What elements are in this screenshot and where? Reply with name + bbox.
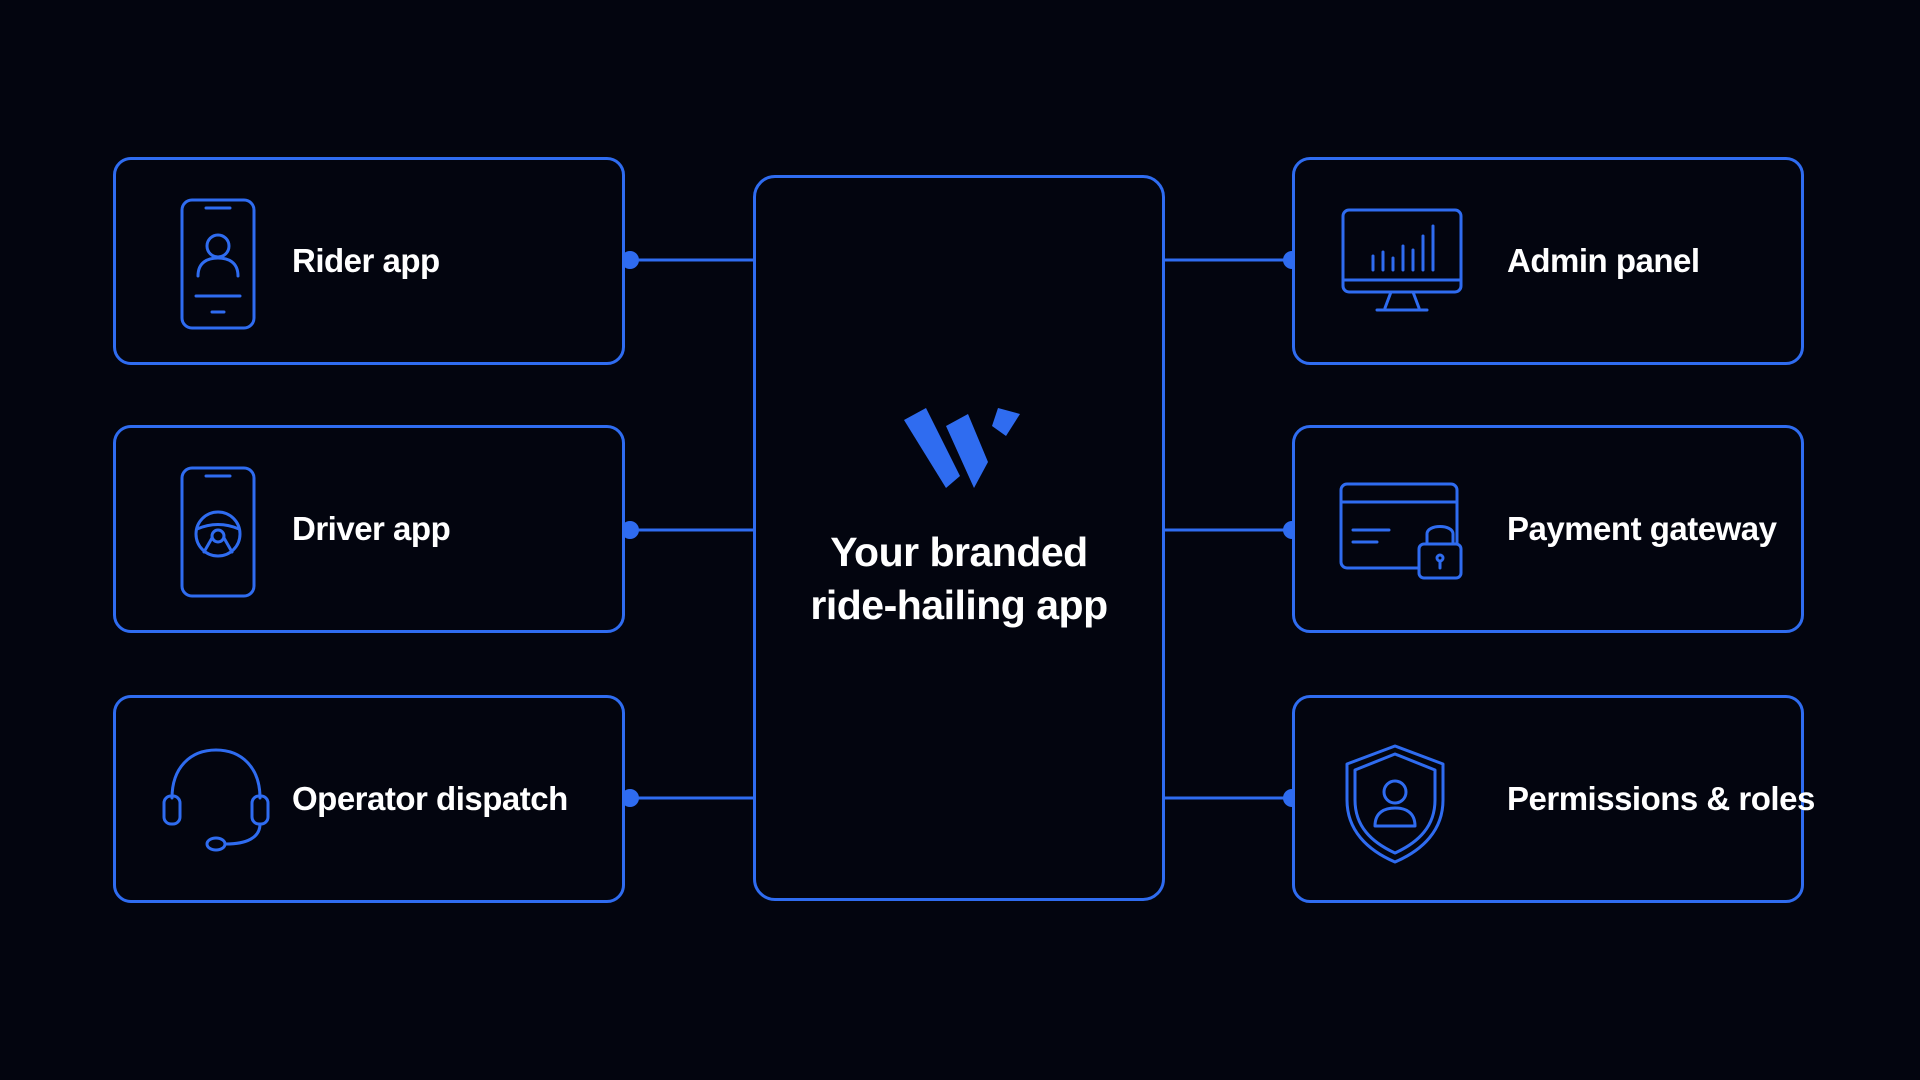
smartphone-steering-wheel-icon bbox=[154, 464, 284, 600]
permissions-roles-label: Permissions & roles bbox=[1507, 780, 1815, 817]
driver-app-card: Driver app bbox=[113, 425, 625, 633]
payment-gateway-label: Payment gateway bbox=[1507, 510, 1777, 547]
payment-gateway-card: Payment gateway bbox=[1292, 425, 1804, 633]
monitor-bar-chart-icon bbox=[1337, 196, 1467, 332]
operator-dispatch-card: Operator dispatch bbox=[113, 695, 625, 903]
headset-icon bbox=[154, 734, 284, 870]
admin-panel-card: Admin panel bbox=[1292, 157, 1804, 365]
center-title-line2: ride-hailing app bbox=[810, 582, 1108, 628]
admin-panel-label: Admin panel bbox=[1507, 242, 1700, 279]
driver-app-label: Driver app bbox=[292, 510, 451, 547]
rider-app-label: Rider app bbox=[292, 242, 440, 279]
center-title-line1: Your branded bbox=[830, 529, 1088, 575]
operator-dispatch-label: Operator dispatch bbox=[292, 780, 568, 817]
w-logo-icon bbox=[902, 406, 1022, 490]
rider-app-card: Rider app bbox=[113, 157, 625, 365]
connector-dot-rider bbox=[621, 251, 639, 269]
connector-dot-operator bbox=[621, 789, 639, 807]
smartphone-user-icon bbox=[154, 196, 284, 332]
shield-user-icon bbox=[1337, 734, 1467, 870]
connector-dot-driver bbox=[621, 521, 639, 539]
permissions-roles-card: Permissions & roles bbox=[1292, 695, 1815, 903]
credit-card-lock-icon bbox=[1337, 464, 1467, 600]
branded-app-card: Your branded ride-hailing app bbox=[753, 175, 1165, 901]
center-title: Your branded ride-hailing app bbox=[756, 526, 1162, 632]
